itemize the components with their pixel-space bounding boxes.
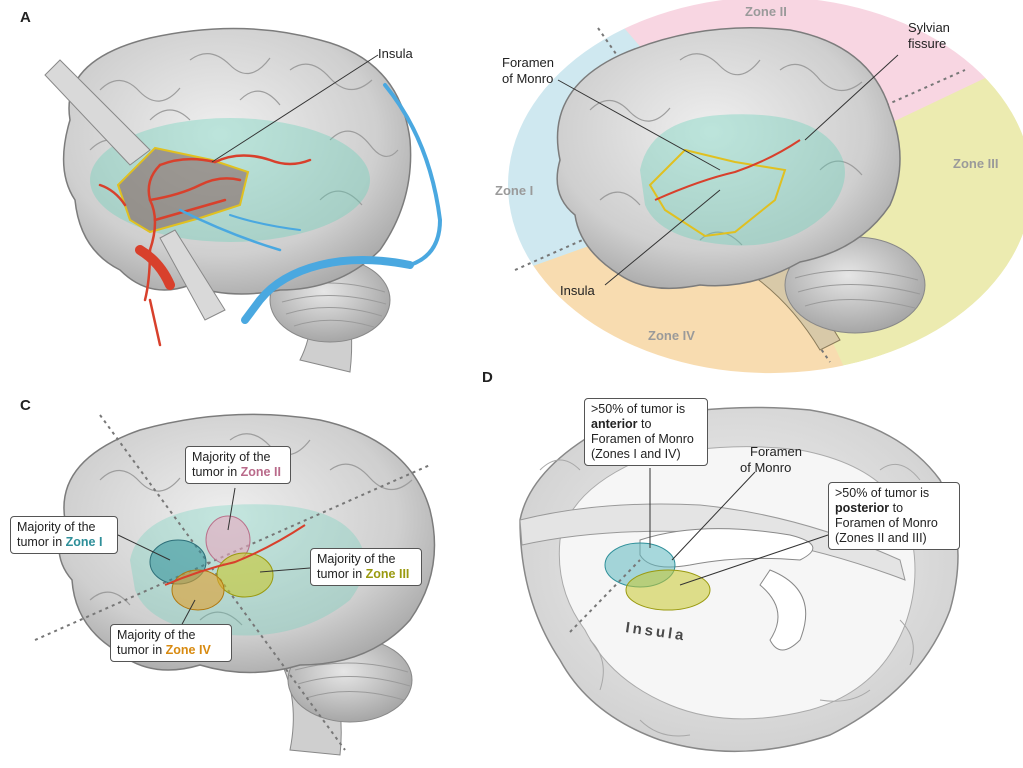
callout-zone-iv-line1: Majority of the [117,628,196,642]
panel-c-zone-iii-tumor [216,552,274,598]
callout-zone-ii-zone: Zone II [240,465,281,479]
panel-b-insula-outline [648,148,787,238]
panel-d-foramen-label-line1: Foramen [750,444,802,459]
callout-posterior-to: to [889,501,904,515]
callout-posterior-line3: Foramen of Monro [835,516,938,530]
panel-a-insula-label: Insula [378,46,413,61]
callout-zone-iv-prefix: tumor in [117,643,166,657]
panel-b-teal-overlay [640,114,845,246]
callout-zone-i-zone: Zone I [65,535,103,549]
callout-zone-ii-line1: Majority of the [192,450,271,464]
callout-posterior: >50% of tumor is posterior to Foramen of… [828,482,960,550]
panel-a-insula-outline [116,146,250,234]
panel-b-zone-ii-label: Zone II [745,4,787,19]
callout-zone-ii: Majority of the tumor in Zone II [185,446,291,484]
callout-zone-iv-zone: Zone IV [165,643,211,657]
callout-anterior: >50% of tumor is anterior to Foramen of … [584,398,708,466]
panel-b-foramen-label-line1: Foramen [502,55,554,70]
panel-b-zone-iii-label: Zone III [953,156,999,171]
panel-a-letter: A [20,9,31,26]
callout-zone-iii-zone: Zone III [365,567,410,581]
panel-c-sylvian-fissure [164,524,306,586]
panel-d-leaders [649,468,829,586]
callout-zone-i-line1: Majority of the [17,520,96,534]
panel-b-leaders [557,54,899,286]
panel-c-zone-iv-tumor [171,569,225,611]
panel-a-veins [178,83,443,324]
panel-d-posterior-tumor [625,569,711,611]
panel-c-letter: C [20,397,31,414]
panel-d-divider [569,559,641,633]
panel-a-insula-leader [211,54,379,163]
panel-c-cerebellum-folia [294,662,411,701]
callout-posterior-line4: (Zones II and III) [835,531,927,545]
panel-b-foramen-label-line2: of Monro [502,71,553,86]
panel-d-letter: D [482,369,493,386]
panel-b-sylvian-label-line2: fissure [908,36,946,51]
panel-a: A [20,9,443,373]
panel-d-gyri [539,459,921,737]
callout-anterior-line3: Foramen of Monro [591,432,694,446]
panel-c-gyri [89,433,413,626]
panel-d: D Insula Foramen of Monro [482,369,959,753]
panel-b-gyri [589,53,863,246]
callout-posterior-line1: >50% of tumor is [835,486,930,500]
panel-b-zone-iv-label: Zone IV [648,328,695,343]
panel-b-cerebrum [556,27,901,290]
panel-c: C [20,397,436,756]
panel-b-cerebellum-folia [794,270,921,309]
panel-d-cut-plane [519,503,906,581]
panel-a-carotid [135,245,175,290]
panel-b-sylvian-label-line1: Sylvian [908,20,950,35]
panel-a-retractor-lower [159,229,226,321]
callout-anterior-line4: (Zones I and IV) [591,447,681,461]
callout-posterior-word: posterior [835,501,890,515]
callout-zone-iv: Majority of the tumor in Zone IV [110,624,232,662]
callout-zone-iii: Majority of the tumor in Zone III [310,548,422,586]
panel-b: B [495,0,1023,380]
panel-b-insula-label: Insula [560,283,595,298]
callout-anterior-word: anterior [591,417,638,431]
panel-a-retractor-upper [44,59,151,166]
callout-zone-i: Majority of the tumor in Zone I [10,516,118,554]
panel-b-zone-i-label: Zone I [495,183,533,198]
callout-zone-iii-prefix: tumor in [317,567,366,581]
panel-b-ellipse-mask [505,0,1023,380]
callout-anterior-line1: >50% of tumor is [591,402,686,416]
callout-zone-i-prefix: tumor in [17,535,66,549]
panel-d-foramen-label-line2: of Monro [740,460,791,475]
callout-zone-ii-prefix: tumor in [192,465,241,479]
panel-c-zone-dividers [34,414,431,751]
panel-d-temporal-horn [759,569,807,651]
panel-b-sylvian-fissure [654,139,801,201]
panel-a-cerebrum [62,27,412,295]
callout-zone-iii-line1: Majority of the [317,552,396,566]
panel-c-leaders [117,487,311,629]
callout-anterior-to: to [637,417,652,431]
